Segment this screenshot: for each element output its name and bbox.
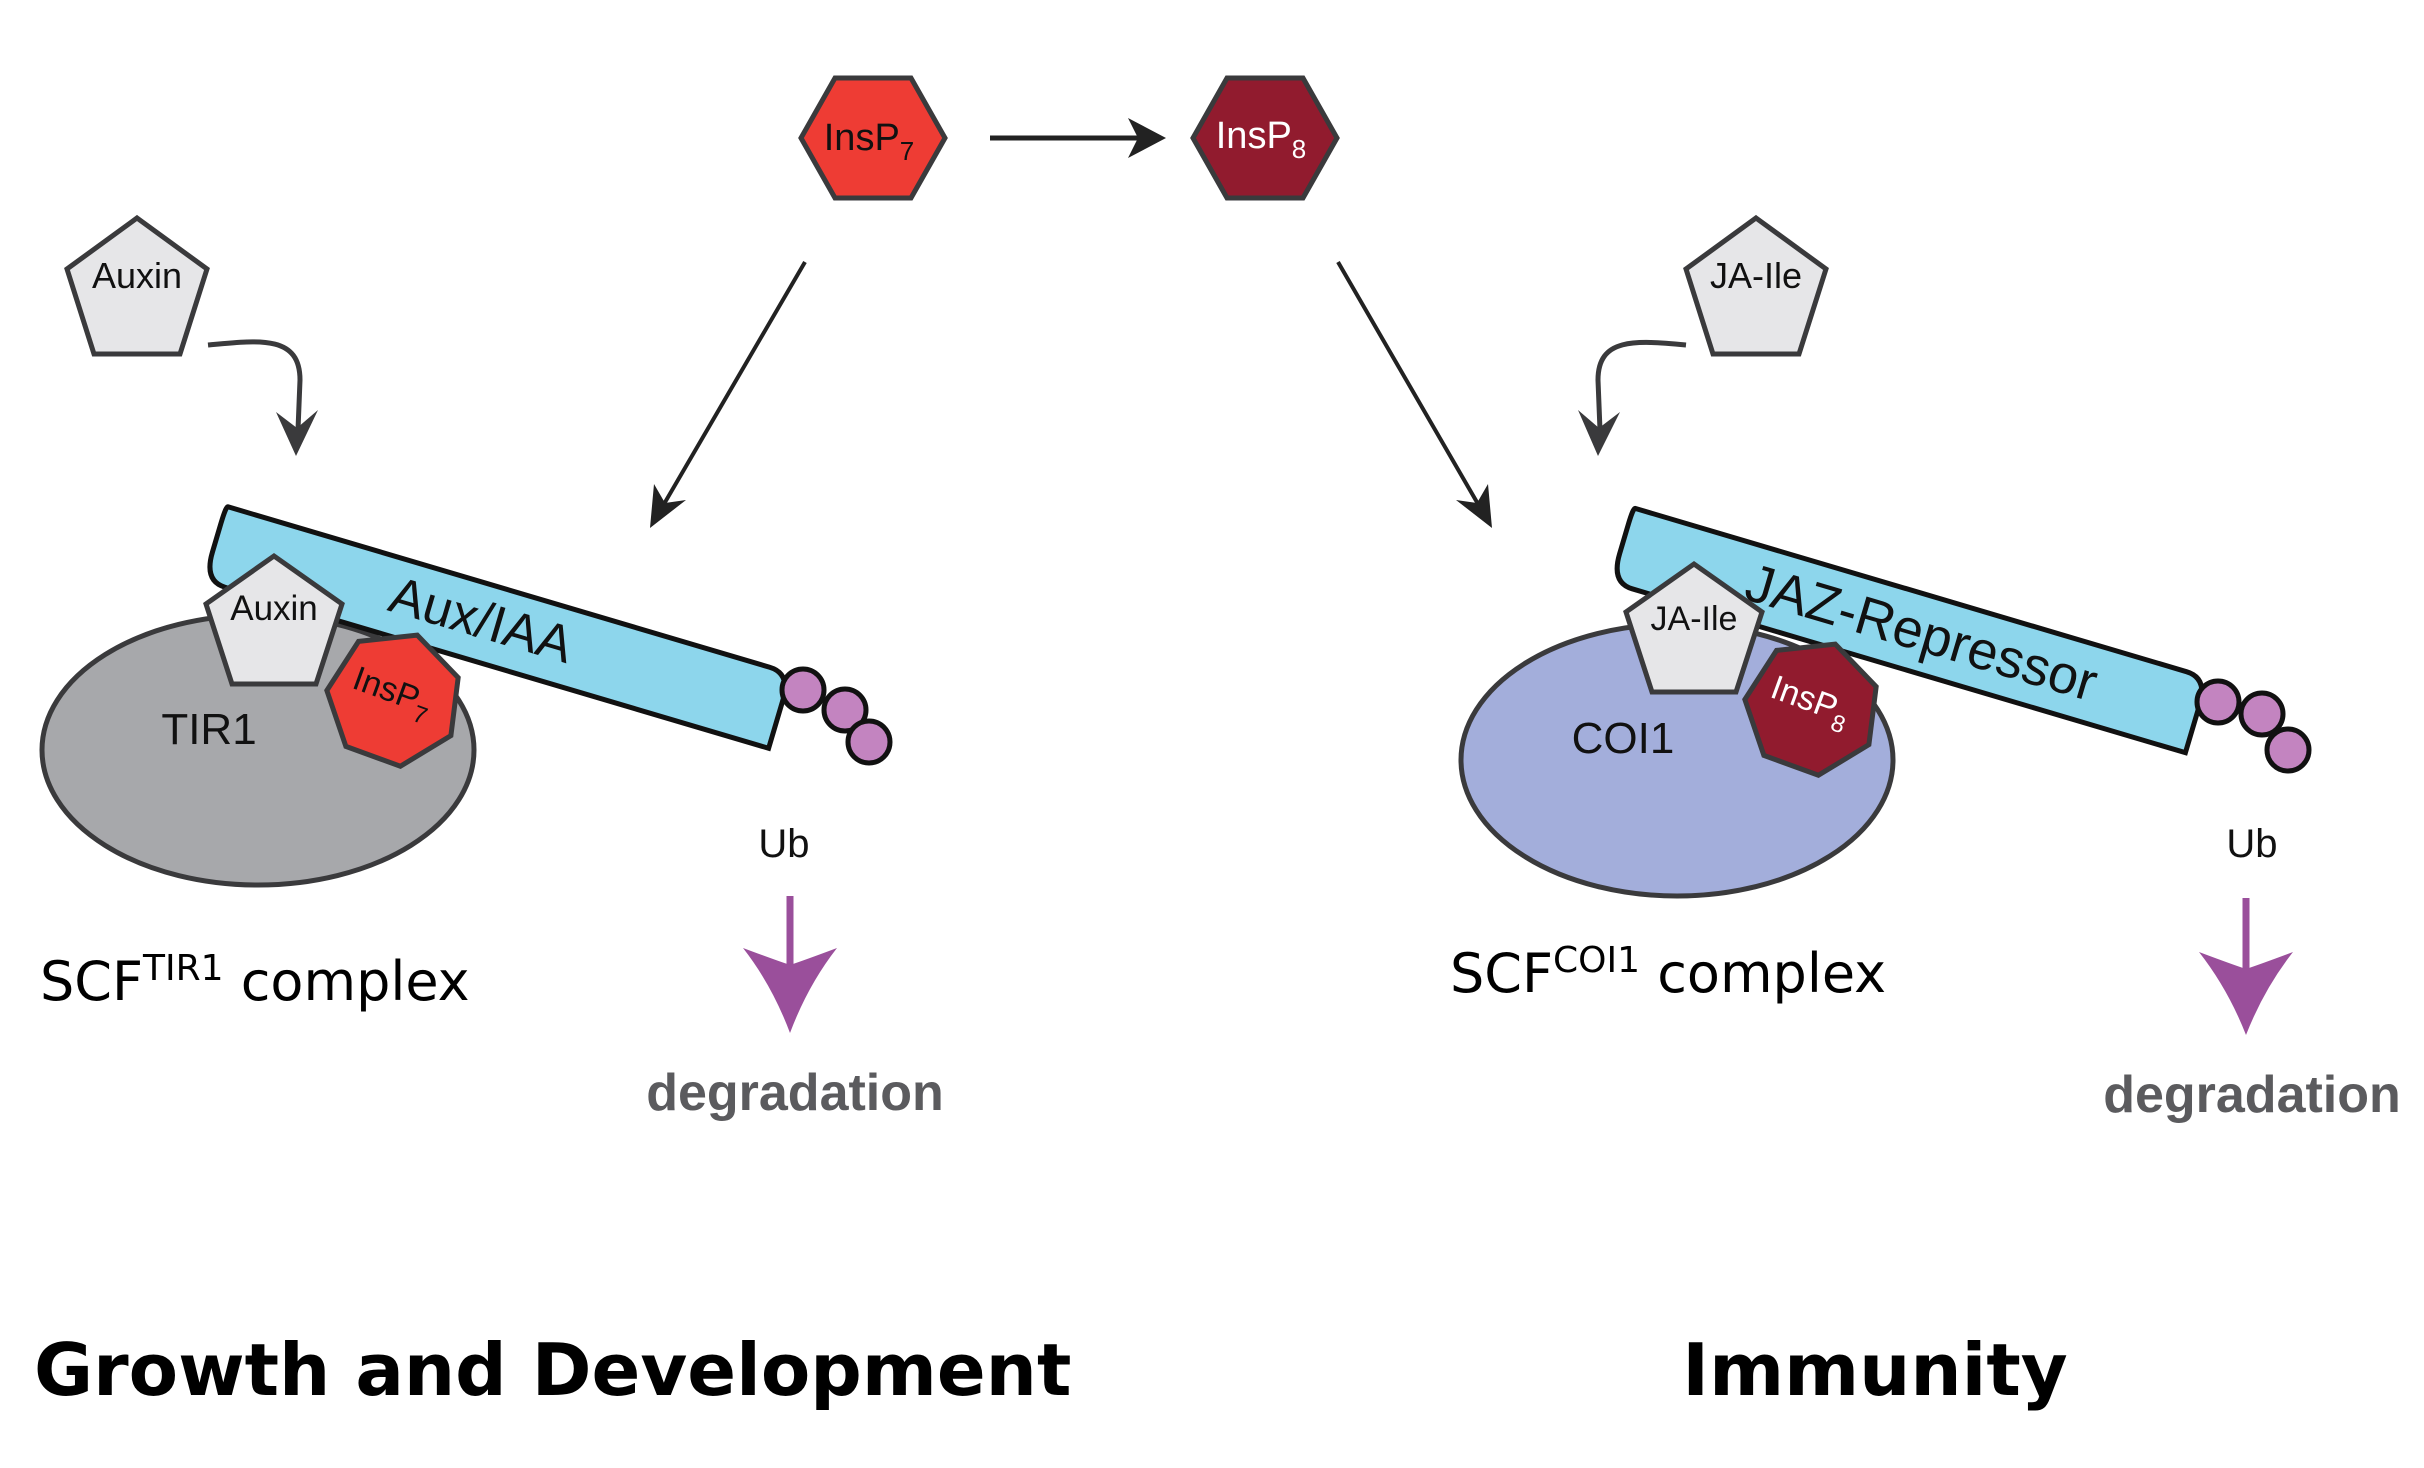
arrowhead-icon	[2199, 952, 2293, 1035]
insp8-heptagon	[1742, 641, 1879, 778]
ubiquitin-chain-left	[779, 666, 893, 766]
insp8-bound-node: InsP8	[1742, 641, 1879, 778]
ja-ile-free-node: JA-Ile	[1683, 214, 1829, 357]
immunity-heading: Immunity	[1682, 1328, 2067, 1412]
ja-ile-bound-node: JA-Ile	[1623, 560, 1765, 695]
ja-ile-pentagon	[1623, 560, 1765, 695]
conversion-arrow	[990, 118, 1166, 158]
ub-label-left: Ub	[758, 822, 809, 866]
auxin-pentagon	[64, 214, 210, 357]
arrowhead-icon	[1128, 118, 1166, 158]
insp8-top-node: InsP8	[1190, 75, 1340, 201]
ub-label-right: Ub	[2226, 822, 2277, 866]
tir1-label: TIR1	[161, 705, 256, 754]
auxin-label: Auxin	[92, 255, 182, 296]
insp7-label: InsP7	[824, 117, 915, 166]
ja-ile-pentagon	[1683, 214, 1829, 357]
ubiquitin-bead	[779, 666, 827, 714]
insp8-hexagon	[1190, 75, 1340, 201]
arrowhead-icon	[1578, 410, 1620, 456]
insp7-to-auxiaa-arrow	[650, 260, 807, 528]
ubiquitin-bead	[845, 718, 893, 766]
insp7-heptagon	[324, 632, 461, 769]
ubiquitin-bead	[2238, 690, 2286, 738]
bound-ja-ile-label: JA-Ile	[1651, 600, 1738, 638]
growth-and-development-heading: Growth and Development	[34, 1328, 1071, 1412]
arrowhead-icon	[1456, 484, 1492, 528]
insp7-top-node: InsP7	[798, 75, 948, 201]
arrowhead-icon	[650, 484, 686, 528]
coi1-label: COI1	[1572, 714, 1675, 763]
ubiquitin-chain-right	[2194, 678, 2312, 774]
degradation-label-right: degradation	[2103, 1066, 2401, 1124]
insp7-hexagon	[798, 75, 948, 201]
ubiquitin-bead	[2264, 726, 2312, 774]
insp7-bound-node: InsP7	[324, 632, 461, 769]
ubiquitin-bead	[2194, 678, 2242, 726]
degradation-label-left: degradation	[646, 1064, 944, 1122]
ja-ile-label: JA-Ile	[1710, 255, 1802, 296]
insp8-label: InsP8	[1216, 115, 1307, 164]
auxin-binding-arrow	[207, 339, 318, 456]
auxin-pentagon	[203, 552, 345, 687]
degradation-arrow-left	[743, 896, 837, 1033]
arrowhead-icon	[276, 410, 318, 456]
bound-auxin-label: Auxin	[230, 589, 318, 628]
arrowhead-icon	[743, 948, 837, 1033]
auxin-bound-node: Auxin	[203, 552, 345, 687]
ubiquitin-bead	[821, 686, 869, 734]
scf-tir1-complex-label: SCFTIR1 complex	[40, 948, 470, 1013]
ja-ile-binding-arrow	[1578, 339, 1687, 456]
auxin-free-node: Auxin	[64, 214, 210, 357]
degradation-arrow-right	[2199, 898, 2293, 1035]
insp8-to-jaz-arrow	[1336, 260, 1492, 528]
scf-coi1-complex-label: SCFCOI1 complex	[1450, 940, 1886, 1005]
